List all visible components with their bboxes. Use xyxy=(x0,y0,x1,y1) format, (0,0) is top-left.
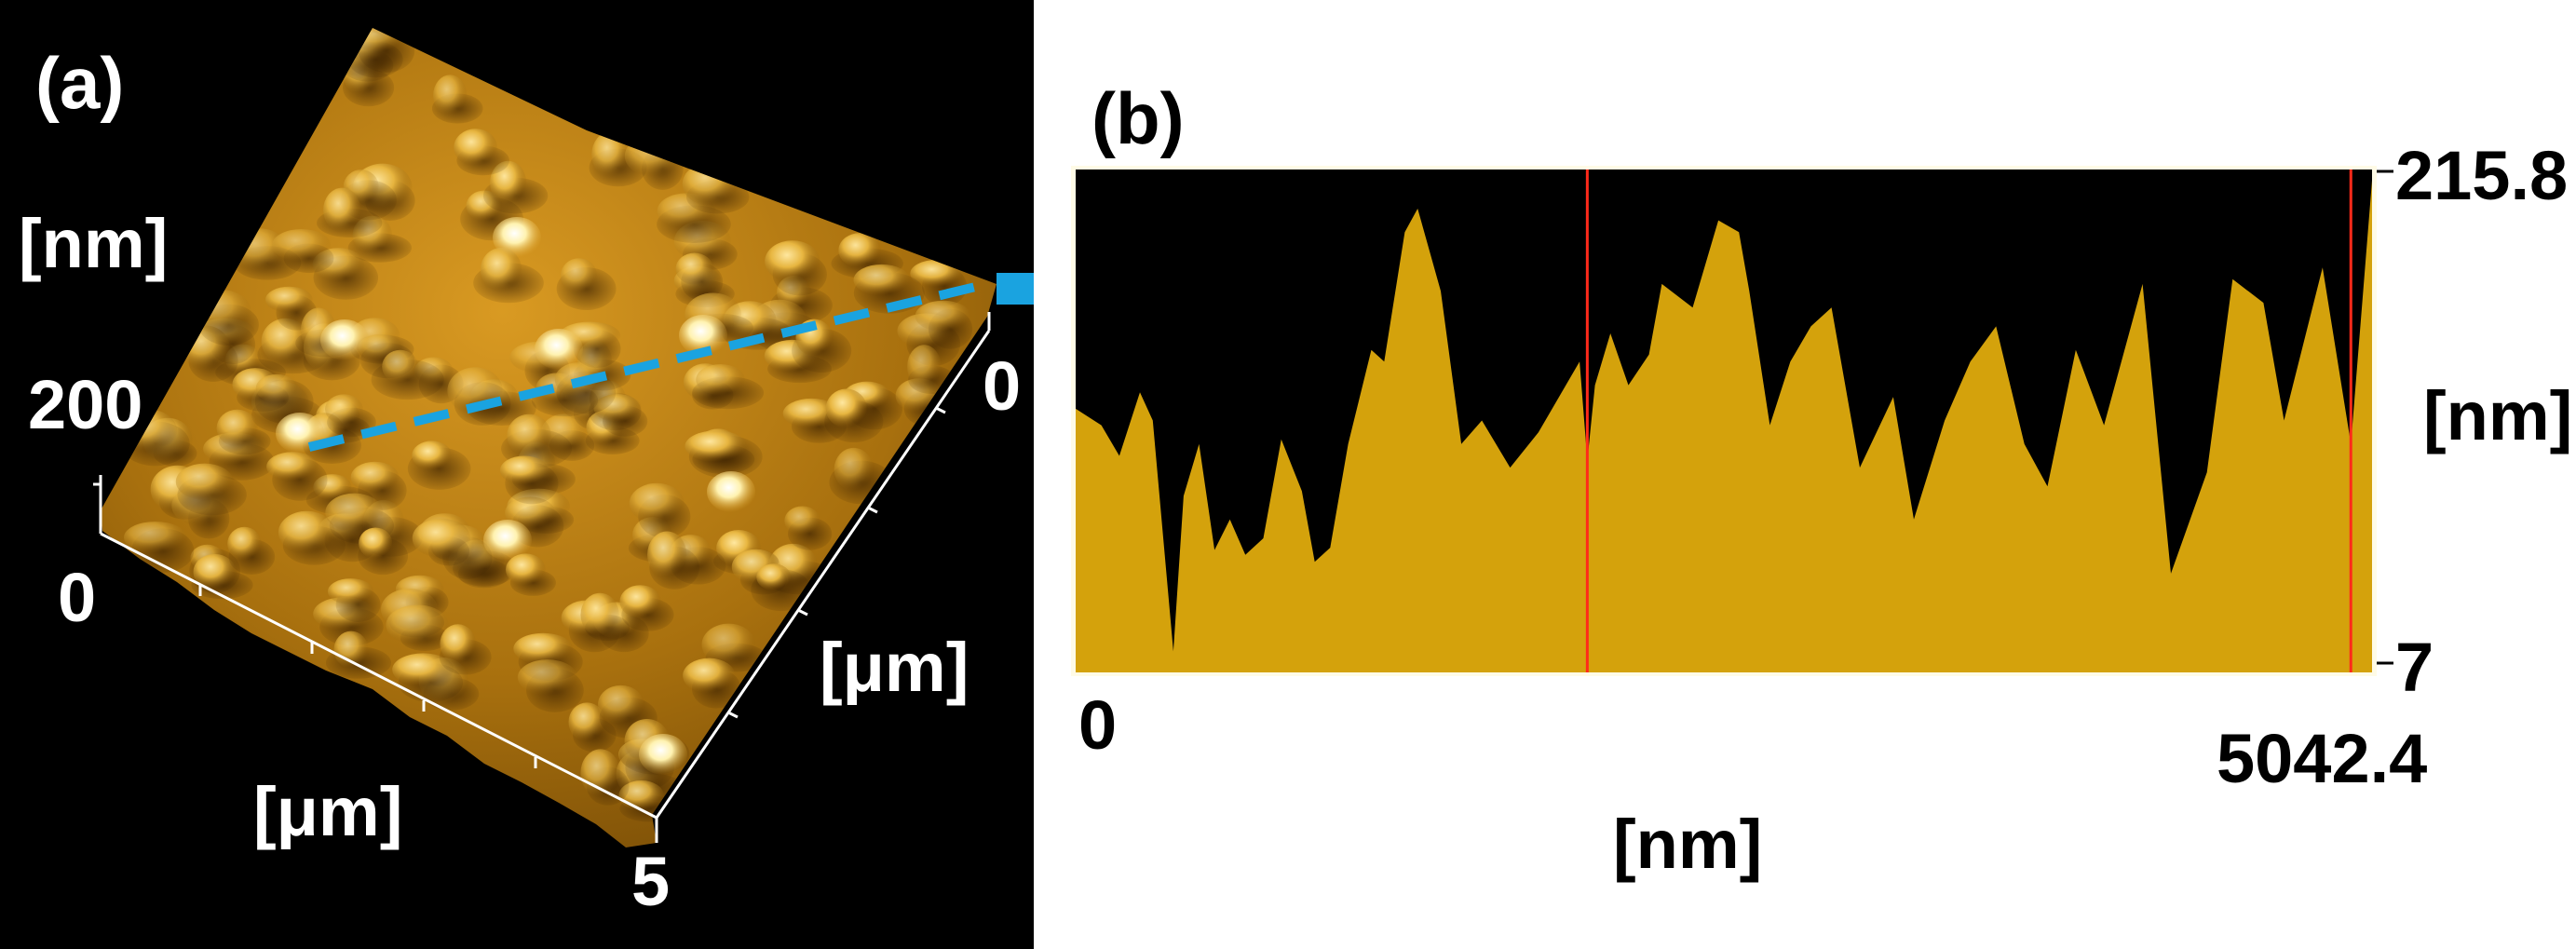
surface-bump xyxy=(386,604,449,645)
surface-peak xyxy=(535,329,583,370)
x-max-label: 5042.4 xyxy=(2217,720,2428,797)
surface-bump xyxy=(499,455,549,485)
surface-bump xyxy=(591,131,630,178)
surface-bump xyxy=(412,441,453,470)
surface-peak xyxy=(483,520,532,561)
cursor-lines xyxy=(1585,169,2352,672)
surface-bump xyxy=(333,630,369,669)
y-max-label: 215.8 xyxy=(2395,137,2569,214)
surface-bump xyxy=(227,526,262,561)
surface-bump xyxy=(325,493,384,533)
surface-peak xyxy=(639,734,687,775)
surface-bump xyxy=(517,659,577,696)
surface-bumps xyxy=(118,28,973,822)
x-min-label: 0 xyxy=(1078,686,1118,764)
surface-bump xyxy=(568,702,606,742)
surface-bump xyxy=(440,624,476,664)
y-axis-ticks xyxy=(2377,169,2393,665)
surface-bump xyxy=(265,286,313,313)
surface-bump xyxy=(505,553,546,586)
surface-bump xyxy=(580,592,619,637)
surface-bump xyxy=(619,585,661,618)
y-axis-unit: [nm] xyxy=(2423,377,2573,454)
surface-peak xyxy=(707,471,755,512)
panel-a-label: (a) xyxy=(35,42,125,124)
surface-bump xyxy=(382,349,419,384)
surface-bump xyxy=(701,623,756,666)
surface-bump xyxy=(480,248,522,292)
surface-bump xyxy=(454,129,497,167)
surface-peak xyxy=(679,315,727,356)
y-axis-end-tick: 0 xyxy=(983,347,1022,425)
origin-tick: 0 xyxy=(58,559,97,636)
surface-bump xyxy=(683,658,736,694)
z-axis-unit: [nm] xyxy=(19,205,169,282)
surface-bump xyxy=(255,373,298,403)
surface-bump xyxy=(433,75,468,116)
surface-bump xyxy=(784,506,820,536)
afm-3d-panel xyxy=(0,0,1034,949)
surface-bump xyxy=(272,228,332,262)
surface-bump xyxy=(853,264,911,296)
z-axis-tick-200: 200 xyxy=(28,366,143,443)
x-axis-end-tick: 5 xyxy=(631,843,671,920)
surface-bump xyxy=(266,452,319,481)
scan-line xyxy=(307,279,989,452)
surface-peak xyxy=(493,217,541,258)
axis-ticks xyxy=(93,406,946,768)
surface-bump xyxy=(507,413,551,457)
surface-bump xyxy=(838,233,882,268)
surface-bump xyxy=(323,187,361,233)
surface-bump xyxy=(696,364,745,396)
surface-bump xyxy=(216,409,258,447)
x-axis-unit-um: [μm] xyxy=(253,773,403,850)
surface-bump xyxy=(505,496,556,530)
surface-bump xyxy=(560,258,598,293)
surface-peak xyxy=(320,319,369,360)
surface-bump xyxy=(412,518,471,559)
surface-bump xyxy=(350,461,400,494)
surface-bump xyxy=(756,563,792,590)
surface-bump xyxy=(359,527,393,559)
surface-bump xyxy=(675,252,713,285)
height-profile-chart xyxy=(1071,166,2393,676)
surface-bump xyxy=(834,447,874,492)
x-axis-unit: [nm] xyxy=(1613,806,1763,883)
surface-bump xyxy=(124,521,187,554)
surface-bump xyxy=(392,653,454,686)
y-min-label: 7 xyxy=(2395,629,2434,706)
surface-bump xyxy=(513,632,574,665)
surface-bump xyxy=(327,578,374,605)
surface-bump xyxy=(325,394,363,425)
panel-b-label: (b) xyxy=(1091,77,1185,159)
surface-bump xyxy=(175,463,234,500)
surface-bump xyxy=(825,388,867,428)
surface-bump xyxy=(765,240,820,283)
surface-bump xyxy=(647,531,687,578)
arrow-to-profile xyxy=(997,273,1034,305)
surface-bump xyxy=(685,430,748,462)
profile-area-series xyxy=(1076,180,2372,673)
surface-bump xyxy=(278,510,335,554)
surface-bump xyxy=(915,300,971,332)
surface-bump xyxy=(597,685,644,725)
surface-bump xyxy=(907,345,942,389)
y-axis-unit-um: [μm] xyxy=(820,629,969,706)
surface-bump xyxy=(629,482,685,524)
surface-bump xyxy=(193,553,237,590)
